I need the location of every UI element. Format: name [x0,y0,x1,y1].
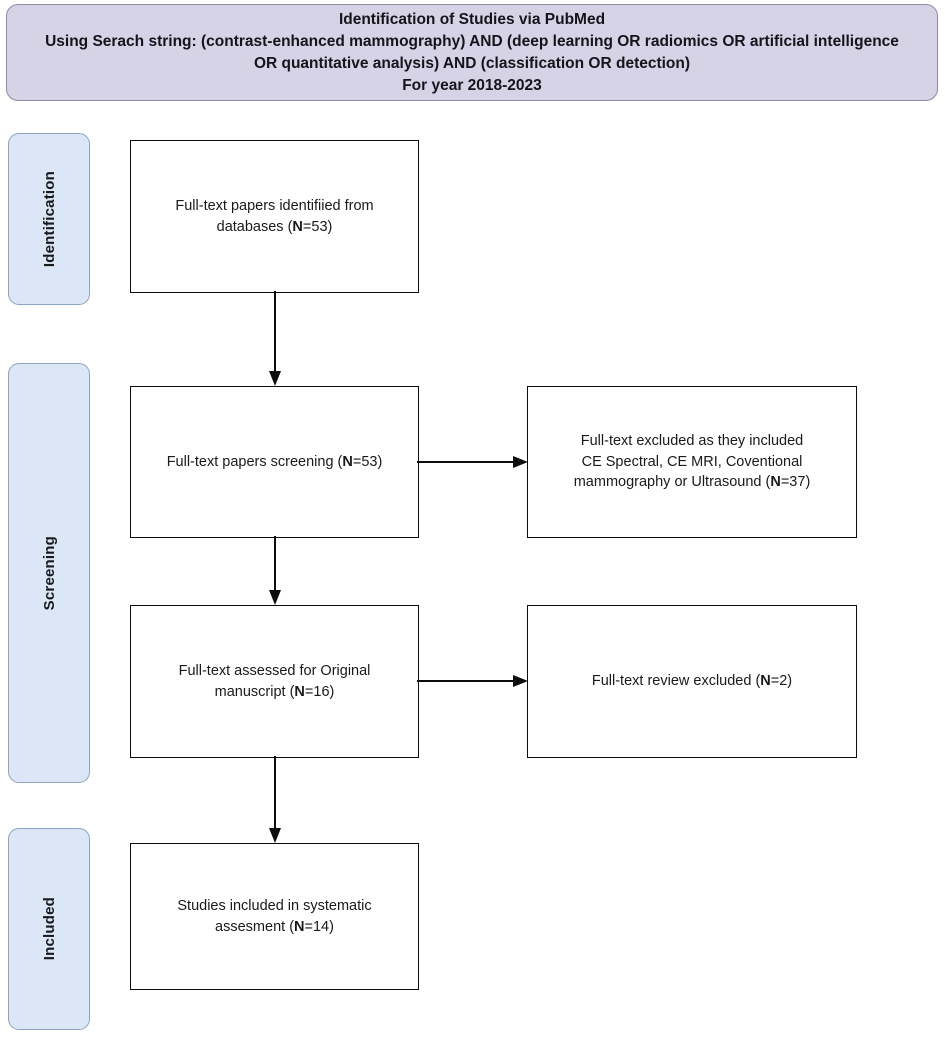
stage-box-included: Included [8,828,90,1030]
node-included-line1: Studies included in systematic [177,897,372,914]
node-box-excluded-screening: Full-text excluded as they included CE S… [527,386,857,538]
node-included-line2-prefix: assesment ( [215,918,295,935]
connector-screening-to-assessed [265,536,285,608]
connector-identified-to-screening [265,291,285,388]
node-text-assessed: Full-text assessed for Original manuscri… [179,661,371,702]
node-assessed-count-value: =16) [304,683,335,700]
node-text-excluded-review: Full-text review excluded (N=2) [592,671,792,692]
node-identified-line2-prefix: databases ( [216,218,293,235]
header-banner: Identification of Studies via PubMed Usi… [6,4,938,101]
node-screening-line1-prefix: Full-text papers screening ( [166,453,343,470]
node-text-identified: Full-text papers identifiied from databa… [175,196,373,237]
node-included-count-value: =14) [304,918,334,935]
header-line-3: OR quantitative analysis) AND (classific… [253,54,691,72]
stage-label-included: Included [40,897,58,961]
node-excluded1-line1: Full-text excluded as they included [580,433,804,450]
header-line-2: Using Serach string: (contrast-enhanced … [45,32,899,50]
node-text-included: Studies included in systematic assesment… [177,896,371,937]
node-box-excluded-review: Full-text review excluded (N=2) [527,605,857,758]
stage-label-screening: Screening [40,535,58,611]
node-text-excluded-screening: Full-text excluded as they included CE S… [574,431,811,493]
node-assessed-line2-prefix: manuscript ( [214,683,295,700]
node-identified-count-value: =53) [302,218,333,235]
node-excluded2-line1-prefix: Full-text review excluded ( [591,673,761,690]
node-excluded1-line3-prefix: mammography or Ultrasound ( [573,474,771,491]
node-box-assessed: Full-text assessed for Original manuscri… [130,605,419,758]
stage-label-identification: Identification [40,170,58,268]
node-box-included: Studies included in systematic assesment… [130,843,419,990]
stage-box-screening: Screening [8,363,90,783]
node-excluded1-line2: CE Spectral, CE MRI, Coventional [581,453,803,470]
node-box-screening: Full-text papers screening (N=53) [130,386,419,538]
node-included-count-label: N [294,918,305,935]
node-excluded1-count-value: =37) [780,474,811,491]
connector-assessed-to-excluded-review [417,671,531,691]
connector-screening-to-excluded [417,452,531,472]
node-assessed-line1: Full-text assessed for Original [178,662,371,679]
node-box-identified: Full-text papers identifiied from databa… [130,140,419,293]
header-line-1: Identification of Studies via PubMed [338,10,606,28]
node-assessed-count-label: N [294,683,305,700]
node-identified-count-label: N [292,218,303,235]
connector-assessed-to-included [265,756,285,846]
node-screening-count-label: N [342,453,353,470]
node-identified-line1: Full-text papers identifiied from [175,197,374,214]
header-line-4: For year 2018-2023 [402,76,542,94]
stage-box-identification: Identification [8,133,90,305]
node-text-screening: Full-text papers screening (N=53) [167,452,383,473]
node-screening-count-value: =53) [352,453,383,470]
node-excluded1-count-label: N [770,474,781,491]
node-excluded2-count-label: N [760,673,771,690]
node-excluded2-count-value: =2) [770,673,793,690]
